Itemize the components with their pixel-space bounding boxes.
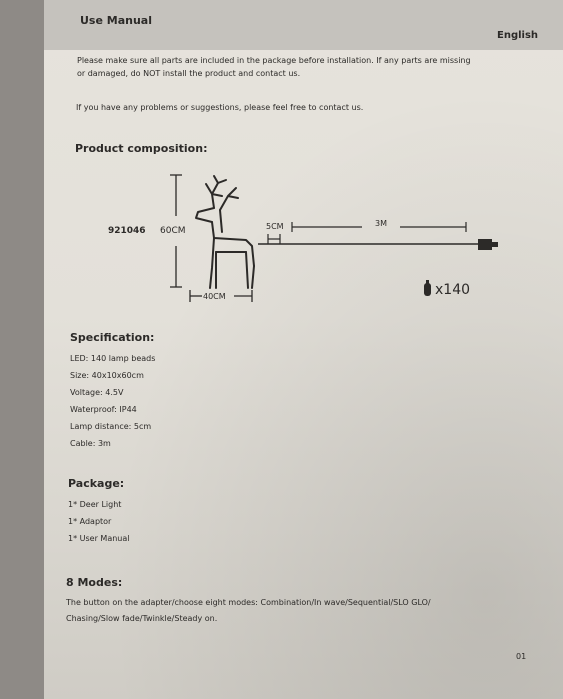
package-user-manual: 1* User Manual bbox=[68, 534, 130, 543]
cable-length-label: 3M bbox=[375, 219, 387, 228]
modes-line-1: The button on the adapter/choose eight m… bbox=[66, 598, 431, 607]
spec-led: LED: 140 lamp beads bbox=[70, 354, 156, 363]
manual-title: Use Manual bbox=[80, 14, 152, 27]
intro-line-2: or damaged, do NOT install the product a… bbox=[77, 69, 301, 78]
deer-light-icon bbox=[195, 175, 255, 289]
spec-size: Size: 40x10x60cm bbox=[70, 371, 144, 380]
width-label: 40CM bbox=[203, 292, 226, 301]
lamp-distance-dimension bbox=[267, 234, 281, 244]
spec-voltage: Voltage: 4.5V bbox=[70, 388, 124, 397]
package-title: Package: bbox=[68, 477, 125, 490]
cable-dimension bbox=[291, 222, 467, 232]
spec-cable: Cable: 3m bbox=[70, 439, 111, 448]
page-number: 01 bbox=[516, 652, 527, 661]
package-adaptor: 1* Adaptor bbox=[68, 517, 112, 526]
height-dimension bbox=[170, 174, 182, 288]
specification-title: Specification: bbox=[70, 331, 155, 344]
contact-text: If you have any problems or suggestions,… bbox=[76, 103, 364, 112]
adapter-icon bbox=[258, 239, 498, 250]
package-deer-light: 1* Deer Light bbox=[68, 500, 122, 509]
intro-line-1: Please make sure all parts are included … bbox=[77, 56, 471, 65]
header-bar bbox=[44, 0, 563, 50]
spec-lamp-distance: Lamp distance: 5cm bbox=[70, 422, 152, 431]
model-number: 921046 bbox=[108, 226, 146, 236]
modes-line-2: Chasing/Slow fade/Twinkle/Steady on. bbox=[66, 614, 218, 623]
lamp-bead-icon bbox=[424, 280, 431, 296]
width-dimension bbox=[189, 290, 253, 302]
modes-title: 8 Modes: bbox=[66, 576, 123, 589]
composition-title: Product composition: bbox=[75, 142, 208, 155]
height-label: 60CM bbox=[160, 226, 186, 236]
manual-page bbox=[44, 0, 563, 699]
lamp-distance-label: 5CM bbox=[266, 222, 284, 231]
spec-waterproof: Waterproof: IP44 bbox=[70, 405, 137, 414]
language-label: English bbox=[497, 30, 539, 41]
bead-count: x140 bbox=[435, 282, 471, 298]
